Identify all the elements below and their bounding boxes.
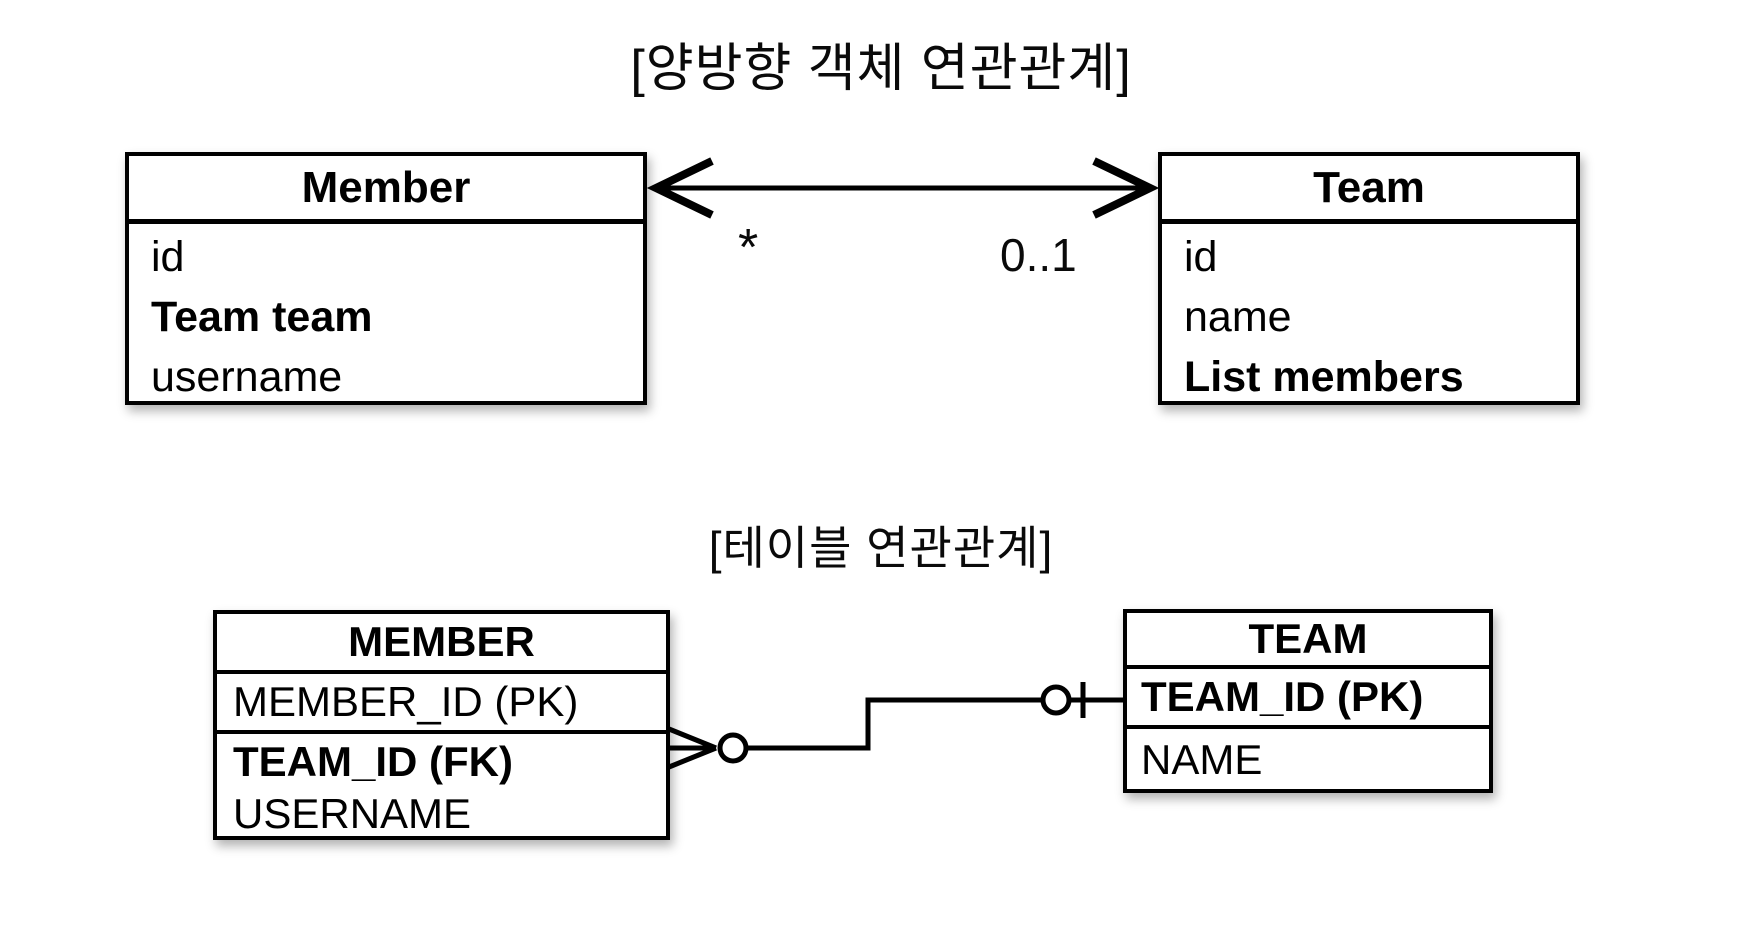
bidirectional-arrow	[646, 157, 1160, 219]
team-field-name: name	[1184, 293, 1292, 341]
connector-path	[745, 697, 1123, 751]
team-table-pk-row: TEAM_ID (PK)	[1127, 669, 1489, 729]
arrowhead-left-icon	[646, 157, 714, 219]
crows-foot-icon	[668, 726, 717, 770]
team-table-box: TEAM TEAM_ID (PK) NAME	[1123, 609, 1493, 793]
fk-relationship	[668, 682, 1123, 770]
member-field-username: username	[151, 353, 343, 401]
member-class-title: Member	[129, 156, 643, 224]
object-diagram-title: [양방향 객체 연관관계]	[630, 40, 1132, 98]
member-class-fields: id Team team username	[129, 224, 643, 407]
member-table-box: MEMBER MEMBER_ID (PK) TEAM_ID (FK) USERN…	[213, 610, 670, 840]
member-table-username-row: USERNAME	[233, 790, 472, 837]
team-table-title: TEAM	[1127, 613, 1489, 669]
member-table-columns: TEAM_ID (FK) USERNAME	[217, 734, 666, 840]
team-table-name-row: NAME	[1141, 736, 1263, 783]
team-class-title: Team	[1162, 156, 1576, 224]
member-field-id: id	[151, 233, 185, 281]
team-field-members: List members	[1184, 353, 1464, 401]
team-class-box: Team id name List members	[1158, 152, 1580, 405]
member-table-pk-row: MEMBER_ID (PK)	[217, 674, 666, 734]
table-diagram-title: [테이블 연관관계]	[708, 522, 1054, 574]
team-class-fields: id name List members	[1162, 224, 1576, 407]
team-table-columns: NAME	[1127, 729, 1489, 789]
arrowhead-right-icon	[1092, 157, 1160, 219]
multiplicity-zero-one-label: 0..1	[1000, 229, 1077, 281]
member-table-fk-row: TEAM_ID (FK)	[233, 738, 513, 785]
member-table-title: MEMBER	[217, 614, 666, 674]
optional-circle-member-icon	[717, 732, 749, 764]
team-field-id: id	[1184, 233, 1218, 281]
optional-circle-team-icon	[1040, 684, 1072, 716]
member-class-box: Member id Team team username	[125, 152, 647, 405]
multiplicity-many-label: *	[738, 219, 759, 277]
member-field-team: Team team	[151, 293, 373, 341]
